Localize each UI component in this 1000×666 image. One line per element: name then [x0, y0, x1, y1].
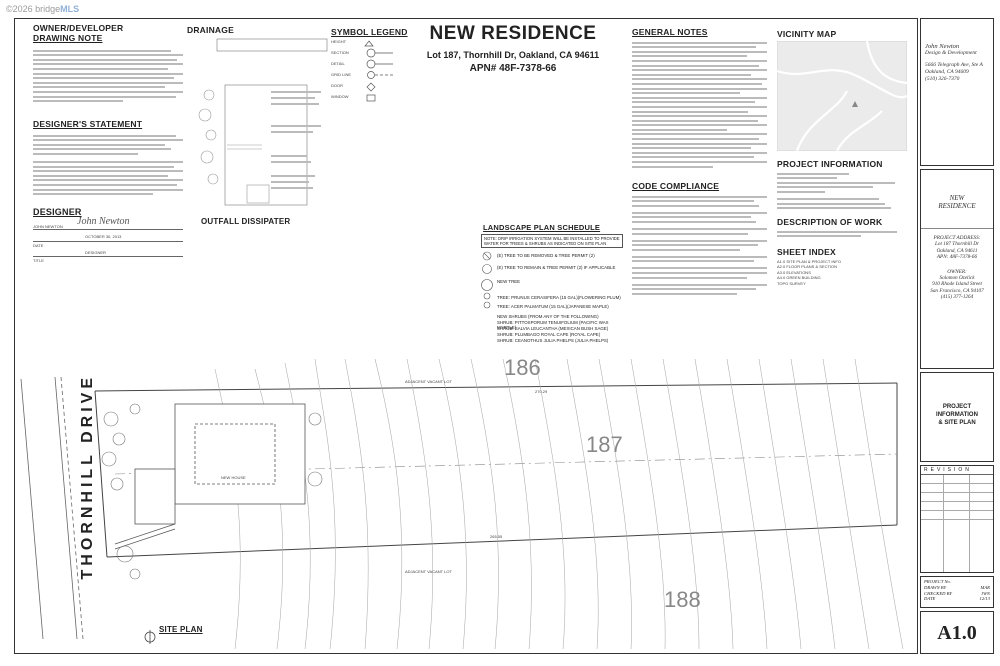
landscape-note: NOTE: DRIP IRRIGATION SYSTEM WILL BE INS… — [481, 234, 623, 248]
landscape-item: (E) TREE TO BE REMOVED & TREE PERMIT (2) — [497, 253, 595, 258]
sheet-index-item: A3.0 ELEVATIONS — [777, 269, 811, 275]
lot-dimension-top: 270.29 — [535, 389, 548, 394]
sheet-index-title: SHEET INDEX — [777, 247, 836, 257]
code-compliance-text — [632, 193, 767, 297]
sheet-index-item: A2.0 FLOOR PLANS & SECTION — [777, 264, 838, 270]
tb-address-label: PROJECT ADDRESS: — [933, 235, 981, 241]
tb-address-line: Oakland, CA 94611 — [936, 247, 978, 254]
landscape-item: TREE: ACER PALMATUM (15 GAL)(JAPANESE MA… — [497, 304, 609, 309]
drawing-sheet: OWNER/DEVELOPER DRAWING NOTE DESIGNER'S … — [14, 18, 918, 654]
lot-number-187: 187 — [586, 432, 623, 457]
landscape-item: TREE: PRUNUS CERASIFERA (15 GAL)(FLOWERI… — [497, 295, 621, 300]
designer-name: JOHN NEWTON — [33, 224, 63, 229]
site-plan-drawing — [20, 358, 904, 650]
vicinity-map — [777, 41, 907, 151]
legend-grid-line: GRID LINE — [331, 72, 352, 77]
legend-height: HEIGHT — [331, 39, 347, 44]
landscape-title: LANDSCAPE PLAN SCHEDULE — [483, 223, 601, 232]
vicinity-map-title: VICINITY MAP — [777, 29, 837, 39]
tb-apn: APN: 48F-7378-66 — [936, 254, 978, 261]
tb-owner-line: Solomon Ozelick — [939, 275, 975, 282]
landscape-symbols — [481, 251, 493, 309]
sheet-number: A1.0 — [920, 611, 994, 654]
landscape-item: SHRUB: PLUMBAGO ROYAL CAPE (ROYAL CAPE) — [497, 332, 601, 337]
legend-window: WINDOW — [331, 94, 349, 99]
landscape-list: (E) TREE TO BE REMOVED & TREE PERMIT (2)… — [483, 253, 623, 344]
tb-owner-line: San Francisco, CA 94107 — [930, 287, 984, 294]
legend-door: DOOR — [331, 83, 343, 88]
designer-title-label: TITLE — [33, 258, 44, 263]
project-apn: APN# 48F-7378-66 — [469, 63, 557, 74]
description-of-work-text — [777, 228, 897, 240]
tb-owner-label: OWNER: — [947, 268, 967, 275]
street-name: THORNHILL DRIVE — [79, 374, 96, 580]
description-of-work-title: DESCRIPTION OF WORK — [777, 217, 883, 227]
firm-box: John Newton Design & Development 5666 Te… — [920, 18, 994, 166]
code-compliance-title: CODE COMPLIANCE — [632, 181, 720, 191]
lot-number-186: 186 — [504, 355, 541, 380]
project-header: NEW RESIDENCE Lot 187, Thornhill Dr, Oak… — [413, 23, 613, 74]
designer-signature: John Newton — [77, 216, 130, 227]
firm-address: 5666 Telegraph Ave, Ste A — [925, 62, 983, 68]
designer-title: DESIGNER — [33, 207, 82, 217]
designer-date-value: OCTOBER 30, 2013 — [85, 234, 122, 239]
firm-subtitle: Design & Development — [925, 50, 977, 56]
designer-date-label: DATE — [33, 243, 44, 248]
landscape-item: NEW TREE — [497, 279, 521, 284]
sheet-index-item: A4.0 GREEN BUILDING — [777, 275, 821, 281]
designer-statement-title: DESIGNER'S STATEMENT — [33, 119, 143, 129]
drainage-detail — [198, 38, 328, 206]
watermark: ©2026 bridgeMLS — [6, 4, 80, 14]
designer-statement-text — [33, 132, 183, 198]
site-plan-title: SITE PLAN — [159, 625, 203, 634]
adjacent-lot-top: ADJACENT VACANT LOT — [405, 379, 452, 384]
symbol-legend-title: SYMBOL LEGEND — [331, 27, 408, 37]
legend-detail: DETAIL — [331, 61, 345, 66]
tb-owner-line: 910 Rhode Island Street — [932, 281, 982, 288]
legend-symbols — [364, 40, 393, 102]
revision-box: REVISION — [920, 465, 994, 573]
firm-phone: (510) 326-7370 — [925, 76, 960, 82]
tb-owner-line: (415) 377-1264 — [940, 294, 974, 301]
outfall-dissipater-title: OUTFALL DISSIPATER — [201, 217, 291, 226]
firm-name: John Newton — [925, 43, 960, 50]
firm-city: Oakland, CA 94609 — [925, 69, 969, 75]
landscape-item: SHRUB: CEANOTHUS JULIA PHELPS (JULIA PHE… — [497, 338, 609, 343]
adjacent-lot-bottom: ADJACENT VACANT LOT — [405, 569, 452, 574]
landscape-item: NEW SHRUBS (FROM ANY OF THE FOLLOWING) — [497, 314, 599, 319]
general-notes-title: GENERAL NOTES — [632, 27, 708, 37]
sheet-index-item: A1.0 SITE PLAN & PROJECT INFO — [777, 259, 841, 264]
symbol-legend-list: HEIGHT SECTION DETAIL GRID LINE DOOR WIN… — [331, 39, 411, 105]
landscape-item: (E) TREE TO REMAIN & TREE PERMIT (2) IF … — [497, 265, 616, 270]
sheet-index-list: A1.0 SITE PLAN & PROJECT INFO A2.0 FLOOR… — [777, 259, 841, 286]
sheet-title-box: PROJECT INFORMATION & SITE PLAN — [920, 372, 994, 462]
lot-number-188: 188 — [664, 587, 701, 612]
revision-label: REVISION — [921, 466, 993, 475]
general-notes-text — [632, 39, 767, 170]
sheet-index-item: TOPO SURVEY — [777, 280, 806, 286]
drainage-title: DRAINAGE — [187, 25, 234, 35]
tb-address-line: Lot 187 Thornhill Dr — [935, 241, 979, 248]
owner-note-title: OWNER/DEVELOPER DRAWING NOTE — [33, 23, 124, 43]
owner-note-text — [33, 47, 183, 105]
landscape-item: SHRUB: PITTOSPORUM TENUIFOLIUM (PACIFIC … — [497, 320, 609, 331]
lot-dimension-bottom: 265.55 — [490, 534, 503, 539]
project-address: Lot 187, Thornhill Dr, Oakland, CA 94611 — [426, 50, 600, 60]
designer-role: DESIGNER — [85, 250, 106, 255]
project-info-title: PROJECT INFORMATION — [777, 159, 883, 169]
project-title: NEW RESIDENCE — [429, 23, 597, 44]
project-info-text — [777, 170, 897, 212]
title-block: John Newton Design & Development 5666 Te… — [920, 18, 994, 654]
landscape-item: SHRUB: SALVIA LEUCANTHA (MEXICAN BUSH SA… — [497, 326, 609, 331]
legend-section: SECTION — [331, 50, 349, 55]
new-house-label: NEW HOUSE — [221, 475, 246, 480]
